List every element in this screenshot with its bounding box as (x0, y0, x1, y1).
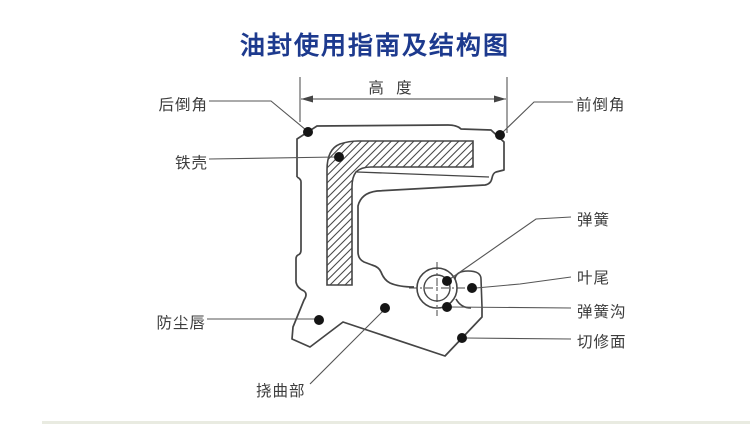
leader-spring-groove (449, 306, 572, 309)
leader-blade-tail (475, 276, 572, 289)
dimension-arrow-right (494, 95, 506, 103)
label-iron-shell: 铁壳 (174, 155, 208, 172)
dot-trim-surface (457, 333, 467, 343)
dot-rear-chamfer (303, 127, 313, 137)
label-dust-lip: 防尘唇 (156, 315, 206, 332)
leader-spring (449, 216, 572, 280)
label-spring-groove: 弹簧沟 (577, 304, 627, 321)
leader-flex-section (309, 309, 385, 385)
dot-spring (442, 276, 452, 286)
leader-lines (207, 100, 573, 385)
leader-front-chamfer (501, 101, 573, 134)
label-front-chamfer: 前倒角 (576, 97, 626, 114)
dot-spring-groove (442, 302, 452, 312)
spring-center-crosshair (409, 262, 469, 316)
dot-flex-section (380, 303, 390, 313)
seal-outline-lower (291, 176, 483, 357)
leader-trim-surface (464, 337, 572, 340)
dimension-arrow-left (301, 95, 313, 103)
seal-inner-arm-line (356, 171, 490, 178)
dimension-label-height: 高 度 (368, 80, 416, 97)
leader-rear-chamfer (209, 100, 307, 131)
height-dimension (299, 77, 508, 133)
feature-dots (303, 127, 505, 343)
leader-iron-shell (208, 156, 337, 160)
dimension-extension-lines (299, 77, 508, 133)
dot-blade-tail (467, 283, 477, 293)
dot-iron-shell (334, 152, 344, 162)
page-title: 油封使用指南及结构图 (239, 32, 510, 60)
metal-case-hatched-section (326, 140, 474, 286)
label-flex-section: 挠曲部 (256, 383, 306, 400)
label-spring: 弹簧 (577, 212, 611, 229)
bottom-divider (42, 421, 750, 424)
label-rear-chamfer: 后倒角 (158, 97, 208, 114)
dot-dust-lip (314, 315, 324, 325)
label-blade-tail: 叶尾 (577, 270, 611, 287)
seal-outline-upper (296, 124, 505, 288)
dot-front-chamfer (495, 130, 505, 140)
label-trim-surface: 切修面 (577, 334, 627, 351)
